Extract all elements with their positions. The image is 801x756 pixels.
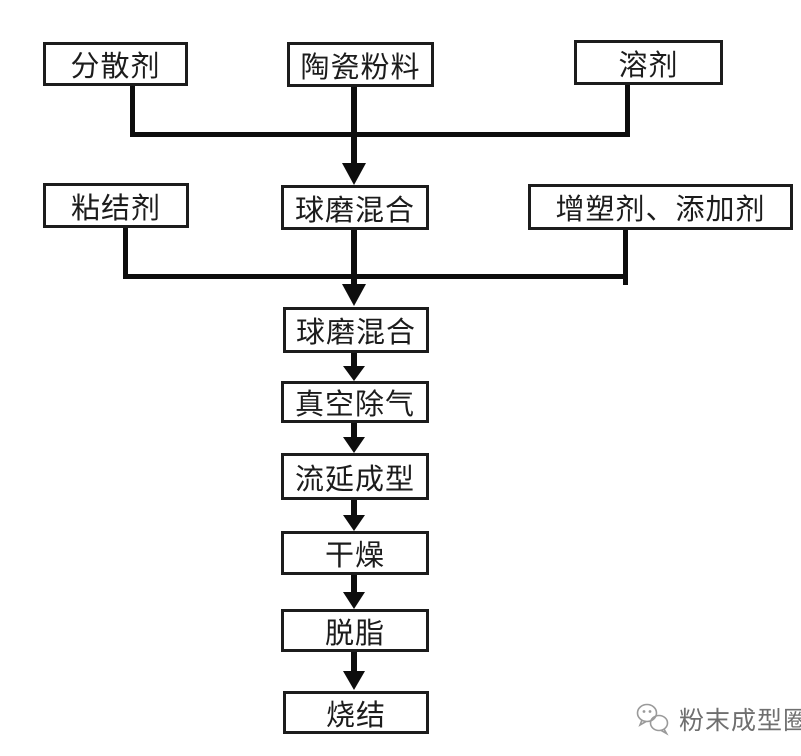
connector-stem-drying <box>351 500 357 516</box>
connector-stem-sintering <box>351 652 357 672</box>
node-dispersant: 分散剂 <box>43 42 188 86</box>
node-vacuum-degassing: 真空除气 <box>281 381 429 423</box>
node-tape-casting: 流延成型 <box>281 453 429 500</box>
connector-center-stem-1 <box>351 87 357 163</box>
connector-stem-debinding <box>351 575 357 593</box>
connector-binder-drop <box>123 228 128 279</box>
arrowhead-to-ball-mill-1 <box>342 163 366 185</box>
connector-merge-line-2 <box>123 274 628 279</box>
connector-solvent-drop <box>625 85 630 137</box>
connector-stem-degassing <box>351 353 357 367</box>
arrowhead-to-debinding <box>343 592 365 609</box>
connector-plasticizer-drop <box>623 230 628 285</box>
arrowhead-to-ball-mill-2 <box>342 284 366 306</box>
chat-bubbles-icon <box>634 701 674 737</box>
node-drying: 干燥 <box>281 531 429 575</box>
node-solvent: 溶剂 <box>574 40 723 85</box>
watermark: 粉末成型圈 <box>634 701 801 737</box>
node-debinding: 脱脂 <box>281 609 429 652</box>
arrowhead-to-drying <box>343 515 365 531</box>
connector-dispersant-drop <box>130 86 135 137</box>
arrowhead-to-tape-casting <box>343 437 365 453</box>
connector-merge-line-1 <box>130 132 630 137</box>
node-ball-mill-mix-1: 球磨混合 <box>281 185 429 230</box>
node-binder: 粘结剂 <box>43 183 189 228</box>
arrowhead-to-sintering <box>343 671 365 690</box>
watermark-text: 粉末成型圈 <box>679 708 801 735</box>
node-sintering: 烧结 <box>283 691 429 734</box>
node-ceramic-powder: 陶瓷粉料 <box>287 42 434 87</box>
connector-center-stem-2 <box>351 230 357 284</box>
connector-stem-tape-casting <box>351 423 357 438</box>
node-plasticizer-additives: 增塑剂、添加剂 <box>528 184 793 230</box>
node-ball-mill-mix-2: 球磨混合 <box>283 307 429 353</box>
arrowhead-to-degassing <box>343 366 365 381</box>
